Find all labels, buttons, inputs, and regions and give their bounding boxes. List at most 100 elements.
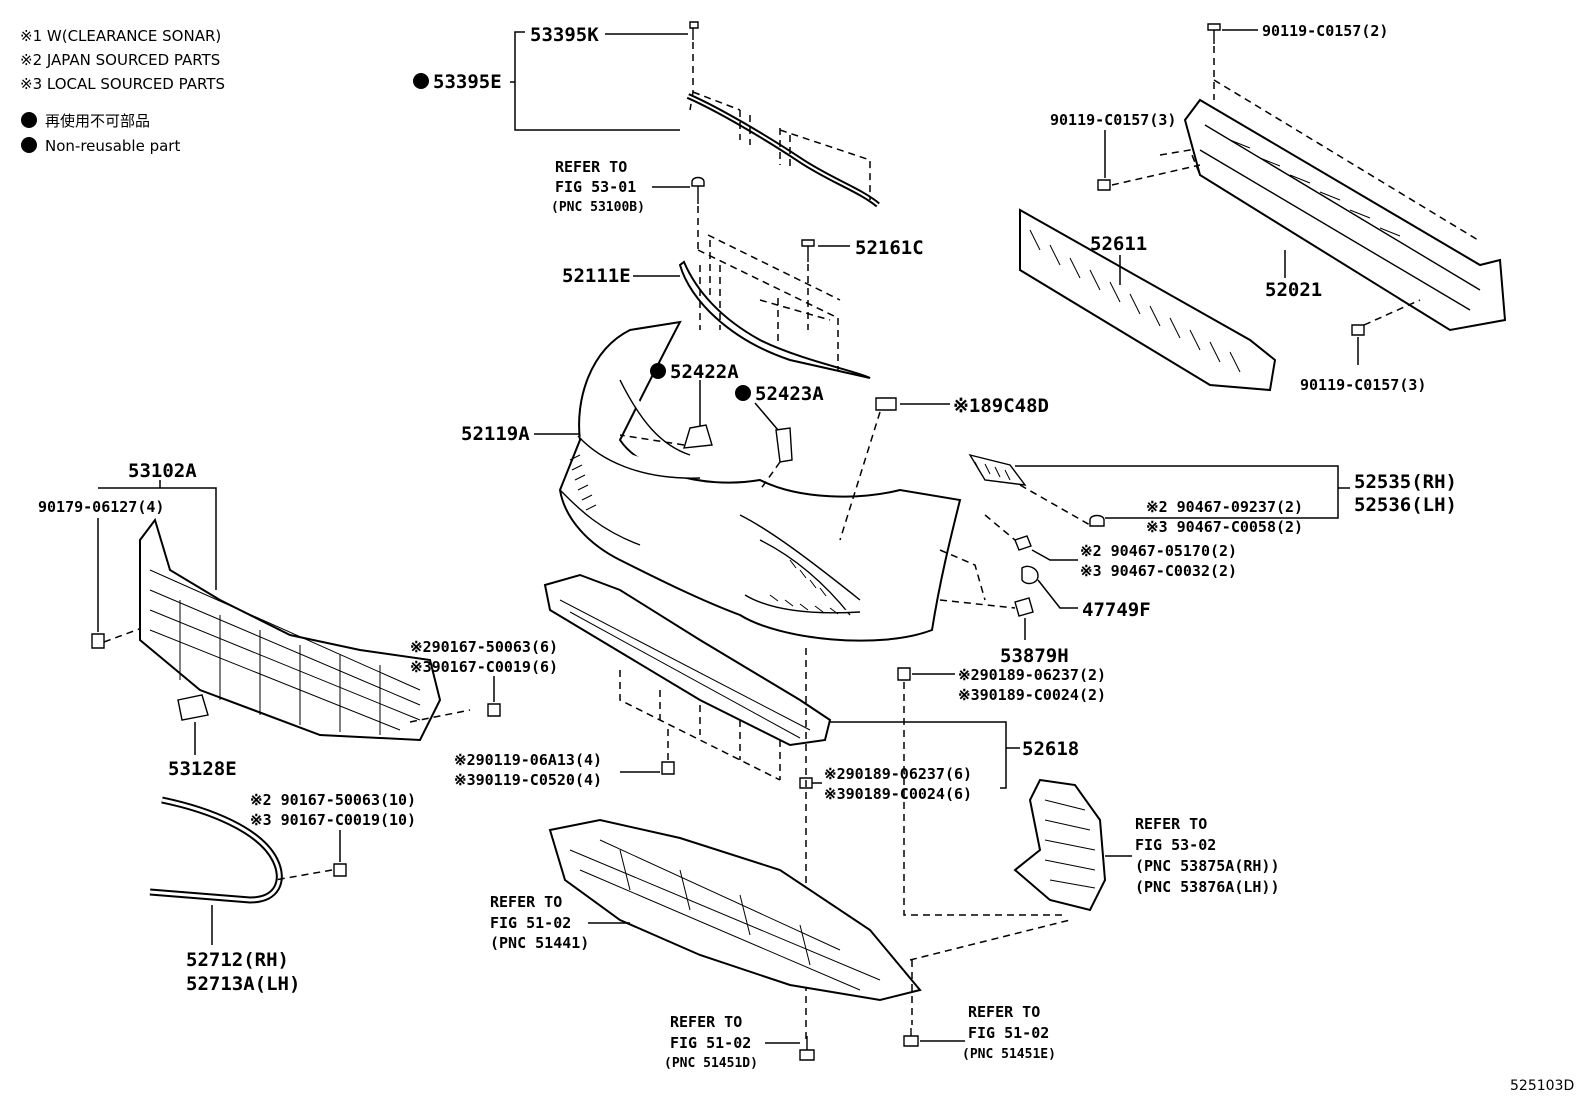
label-90189-C0024-6: ※390189-C0024(6): [824, 785, 972, 803]
non-reusable-dot-icon: [413, 73, 429, 89]
seal-52422A: [683, 424, 713, 449]
svg-text:FIG 51-02: FIG 51-02: [490, 914, 571, 932]
part-53128E: 53128E: [168, 694, 237, 780]
label-52536: 52536(LH): [1354, 494, 1457, 516]
screw-icon: [333, 863, 347, 877]
svg-text:(PNC 53875A(RH)): (PNC 53875A(RH)): [1135, 857, 1280, 875]
label-90467-C0032: ※3 90467-C0032(2): [1080, 562, 1237, 580]
part-52712-group: ※2 90167-50063(10) ※3 90167-C0019(10) 52…: [149, 791, 416, 995]
label-90119-top: 90119-C0157(2): [1262, 22, 1388, 40]
refer-fig-53-01: REFER TO FIG 53-01 (PNC 53100B): [551, 158, 839, 319]
label-52713A: 52713A(LH): [186, 973, 300, 995]
legend-note-2: ※2 JAPAN SOURCED PARTS: [20, 51, 220, 69]
label-90179: 90179-06127(4): [38, 498, 164, 516]
label-47749F: 47749F: [1082, 599, 1151, 621]
bolt-icon: [691, 176, 705, 204]
sonar-retainer-icon: [875, 397, 897, 411]
label-90119-06A13: ※290119-06A13(4): [454, 751, 602, 769]
label-53395K: 53395K: [530, 24, 599, 46]
label-53879H: 53879H: [1000, 645, 1069, 667]
bolt-icon: [1351, 324, 1365, 336]
label-52422A: 52422A: [670, 361, 739, 383]
label-90167-C0019-6: ※390167-C0019(6): [410, 658, 558, 676]
label-53102A: 53102A: [128, 460, 197, 482]
svg-text:REFER TO: REFER TO: [670, 1013, 742, 1031]
part-52021-group: 90119-C0157(2) 52021 90119-C0157(3) 9011…: [1019, 22, 1507, 394]
diagram-id: 525103D: [1510, 1078, 1574, 1094]
label-90189-C0024-2: ※390189-C0024(2): [958, 686, 1106, 704]
svg-text:REFER TO: REFER TO: [968, 1003, 1040, 1021]
part-52618-group: 52618 ※290119-06A13(4) ※390119-C0520(4) …: [454, 573, 1079, 1040]
label-52423A: 52423A: [755, 383, 824, 405]
part-89C48D: ※189C48D: [839, 395, 1049, 541]
label-52111E: 52111E: [562, 265, 631, 287]
label-52161C: 52161C: [855, 237, 924, 259]
svg-text:(PNC 51451D): (PNC 51451D): [664, 1056, 758, 1071]
label-90467-05170: ※2 90467-05170(2): [1080, 542, 1237, 560]
part-bottom-screws: REFER TO FIG 51-02 (PNC 51451D) REFER TO…: [664, 960, 1056, 1071]
label-52535: 52535(RH): [1354, 471, 1457, 493]
label-52712: 52712(RH): [186, 949, 289, 971]
part-fender-liner: REFER TO FIG 53-02 (PNC 53875A(RH)) (PNC…: [909, 778, 1280, 961]
clip-53879H: [1014, 597, 1034, 617]
part-90189-upper: ※290189-06237(2) ※390189-C0024(2): [897, 666, 1106, 916]
non-reusable-dot-icon: [650, 363, 666, 379]
label-90119-bot: 90119-C0157(3): [1300, 376, 1426, 394]
label-52021: 52021: [1265, 279, 1322, 301]
non-reusable-dot-icon: [21, 112, 37, 128]
label-90467-09237: ※2 90467-09237(2): [1146, 498, 1303, 516]
grille-53102A: [139, 517, 442, 742]
svg-text:REFER TO: REFER TO: [1135, 815, 1207, 833]
screw-icon: [799, 1036, 815, 1061]
non-reusable-dot-icon: [21, 137, 37, 153]
label-90167-C0019-10: ※3 90167-C0019(10): [250, 811, 416, 829]
label-53128E: 53128E: [168, 758, 237, 780]
label-89C48D: ※189C48D: [953, 395, 1049, 417]
non-reusable-dot-icon: [735, 385, 751, 401]
svg-text:FIG 51-02: FIG 51-02: [670, 1034, 751, 1052]
svg-text:REFER TO: REFER TO: [490, 893, 562, 911]
svg-text:(PNC 53100B): (PNC 53100B): [551, 200, 645, 215]
legend-non-reusable-en: Non-reusable part: [45, 137, 180, 155]
cap-47749F: [1021, 565, 1039, 585]
legend-note-1: ※1 W(CLEARANCE SONAR): [20, 27, 221, 45]
part-52111E-group: 52161C 52111E: [562, 234, 924, 379]
label-90467-C0058: ※3 90467-C0058(2): [1146, 518, 1303, 536]
part-52535-group: 52535(RH) 52536(LH) ※2 90467-09237(2) ※3…: [968, 453, 1457, 580]
undercover-51441: [548, 818, 922, 1002]
label-90167-50063-10: ※2 90167-50063(10): [250, 791, 416, 809]
svg-text:(PNC 51451E): (PNC 51451E): [962, 1047, 1056, 1062]
reinforcement-52021: [1183, 98, 1507, 332]
label-90119-mid: 90119-C0157(3): [1050, 111, 1176, 129]
absorber-52611: [1019, 208, 1277, 392]
label-52611: 52611: [1090, 233, 1147, 255]
label-90167-50063-6: ※290167-50063(6): [410, 638, 558, 656]
svg-text:(PNC 53876A(LH)): (PNC 53876A(LH)): [1135, 878, 1280, 896]
part-47749F-53879H: 47749F 53879H: [939, 549, 1151, 667]
clip-icon: [1014, 535, 1032, 551]
clip-icon: [689, 21, 699, 40]
bolt-icon: [1207, 23, 1221, 44]
svg-text:REFER TO: REFER TO: [555, 158, 627, 176]
label-52119A: 52119A: [461, 423, 530, 445]
seal-52423A: [775, 427, 793, 463]
label-90189-06237-6: ※290189-06237(6): [824, 765, 972, 783]
svg-text:(PNC 51441): (PNC 51441): [490, 934, 589, 952]
clip-icon: [91, 633, 105, 649]
fender-liner: [1013, 778, 1107, 912]
cover-53128E: [177, 694, 209, 721]
label-52618: 52618: [1022, 738, 1079, 760]
clip-icon: [897, 667, 911, 681]
legend-non-reusable-jp: 再使用不可部品: [45, 112, 150, 130]
screw-icon: [903, 1028, 919, 1047]
bumper-cover-52119A: 52119A: [461, 320, 962, 642]
bolt-icon: [661, 761, 675, 775]
legend: ※1 W(CLEARANCE SONAR) ※2 JAPAN SOURCED P…: [20, 27, 225, 155]
part-52422A-52423A: 52422A 52423A: [619, 361, 824, 491]
svg-text:FIG 53-02: FIG 53-02: [1135, 836, 1216, 854]
moulding-strip-53395E: [686, 93, 880, 208]
lower-grille-52618: [543, 573, 832, 747]
part-53102A-group: 53102A 90179-06127(4) ※290167-50063(6) ※…: [38, 460, 558, 742]
label-90119-C0520: ※390119-C0520(4): [454, 771, 602, 789]
